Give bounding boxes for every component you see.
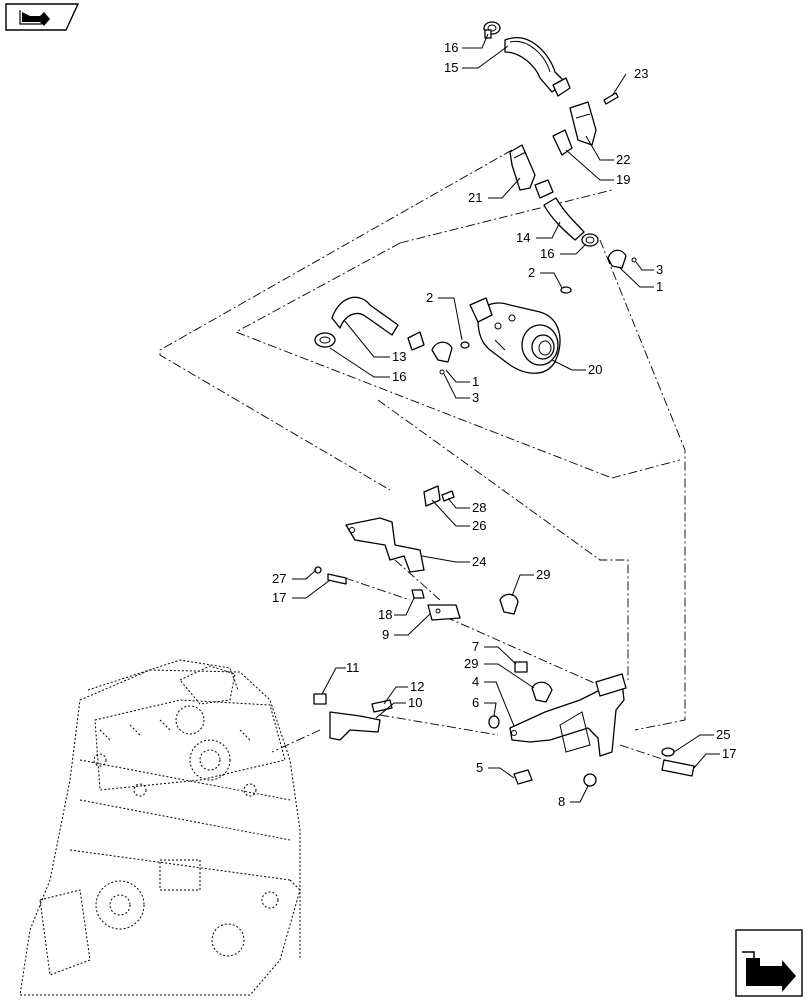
clip xyxy=(531,681,553,703)
bolt xyxy=(603,92,619,105)
callout-19: 19 xyxy=(616,172,630,187)
callout-1: 1 xyxy=(656,279,663,294)
callout-8: 8 xyxy=(558,794,565,809)
spacer xyxy=(488,715,500,729)
callout-17: 17 xyxy=(272,590,286,605)
callout-7: 7 xyxy=(472,639,479,654)
hose-clamp xyxy=(581,233,599,247)
callout-18: 18 xyxy=(378,607,392,622)
callout-5: 5 xyxy=(476,760,483,775)
callout-2: 2 xyxy=(426,290,433,305)
callout-9: 9 xyxy=(382,627,389,642)
callout-10: 10 xyxy=(408,695,422,710)
hose-clamp xyxy=(314,332,336,348)
bolt xyxy=(661,759,695,777)
callout-15: 15 xyxy=(444,60,458,75)
callout-16: 16 xyxy=(392,369,406,384)
callout-21: 21 xyxy=(468,190,482,205)
elbow-fitting xyxy=(607,249,637,269)
nut xyxy=(314,566,322,574)
engine-block xyxy=(19,659,301,996)
callout-labels: 16 15 23 22 19 21 14 16 3 2 1 2 20 13 16… xyxy=(272,40,736,809)
turbocharger xyxy=(469,297,561,374)
hose xyxy=(543,197,585,241)
callout-24: 24 xyxy=(472,554,486,569)
support-bracket xyxy=(345,517,425,573)
bolt xyxy=(514,661,528,673)
clip xyxy=(513,769,533,785)
callout-3: 3 xyxy=(656,262,663,277)
oil-pipe xyxy=(331,296,399,336)
callout-3: 3 xyxy=(472,390,479,405)
callout-20: 20 xyxy=(588,362,602,377)
callout-25: 25 xyxy=(716,727,730,742)
bolt xyxy=(313,693,327,705)
hose-clamp xyxy=(483,21,501,39)
callout-13: 13 xyxy=(392,349,406,364)
callout-6: 6 xyxy=(472,695,479,710)
callout-14: 14 xyxy=(516,230,530,245)
callout-17: 17 xyxy=(722,746,736,761)
nut xyxy=(583,773,597,787)
callout-16: 16 xyxy=(540,246,554,261)
clip xyxy=(499,593,519,615)
callout-16: 16 xyxy=(444,40,458,55)
main-support-bracket xyxy=(509,673,627,757)
spring-washer xyxy=(423,485,441,507)
breather-canister xyxy=(509,144,536,191)
callout-4: 4 xyxy=(472,674,479,689)
o-ring xyxy=(560,286,572,294)
callout-22: 22 xyxy=(616,152,630,167)
pipe-fitting xyxy=(407,331,425,351)
mounting-plate xyxy=(427,604,461,621)
clip xyxy=(552,129,573,156)
bolt xyxy=(327,573,347,585)
o-ring xyxy=(460,341,470,349)
callout-2: 2 xyxy=(528,265,535,280)
callout-26: 26 xyxy=(472,518,486,533)
mounting-bracket xyxy=(569,101,597,146)
pipe-connector xyxy=(534,179,554,199)
pipe-connector xyxy=(552,77,571,97)
elbow-fitting xyxy=(431,341,453,375)
callout-29: 29 xyxy=(464,656,478,671)
next-page-arrow-icon[interactable] xyxy=(735,929,803,997)
callout-12: 12 xyxy=(410,679,424,694)
callout-27: 27 xyxy=(272,571,286,586)
assembly-guide-lines xyxy=(159,149,686,761)
callout-28: 28 xyxy=(472,500,486,515)
book-arrow-icon[interactable] xyxy=(5,3,80,31)
callout-23: 23 xyxy=(634,66,648,81)
callout-1: 1 xyxy=(472,374,479,389)
washer xyxy=(661,747,675,757)
bolt xyxy=(441,490,455,502)
bolt xyxy=(371,699,393,713)
leader-lines xyxy=(292,33,720,803)
bolt xyxy=(411,589,425,599)
small-bracket xyxy=(329,711,381,741)
callout-29: 29 xyxy=(536,567,550,582)
callout-11: 11 xyxy=(346,660,360,675)
